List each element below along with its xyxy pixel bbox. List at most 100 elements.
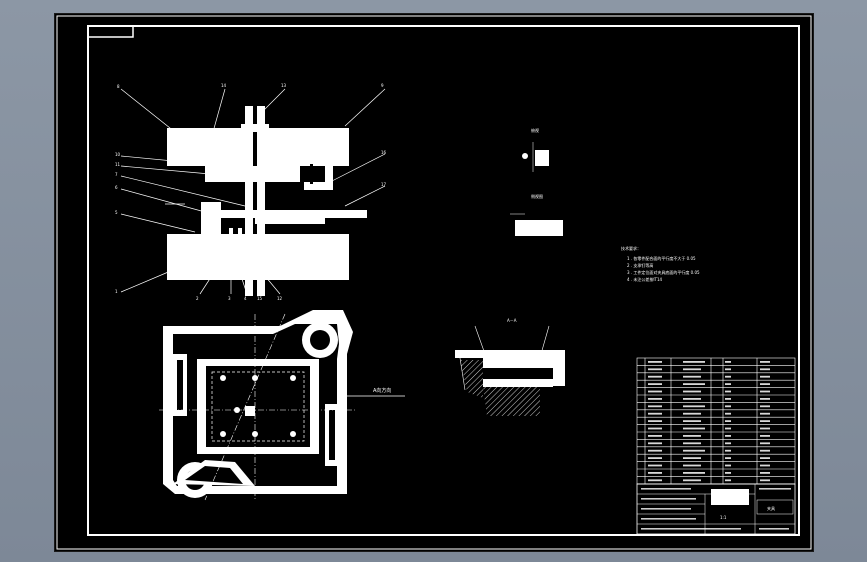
parts-list-entry-mark bbox=[760, 405, 770, 408]
parts-list-entry-mark bbox=[683, 383, 705, 385]
detail-label-2: 侧视图 bbox=[531, 193, 543, 199]
parts-list-entries bbox=[648, 361, 770, 482]
parts-list-entry-mark bbox=[683, 479, 701, 482]
section-label: A－A bbox=[507, 318, 517, 323]
svg-text:9: 9 bbox=[381, 83, 384, 88]
parts-list-entry-mark bbox=[648, 398, 662, 400]
parts-list-entry-mark bbox=[648, 412, 662, 415]
parts-list-entry-mark bbox=[648, 405, 662, 408]
svg-text:14: 14 bbox=[221, 83, 227, 88]
title-block-entry-mark bbox=[759, 488, 791, 490]
parts-list-entry-mark bbox=[725, 479, 731, 482]
svg-text:4: 4 bbox=[244, 296, 247, 301]
title-block-entry-mark bbox=[641, 528, 741, 530]
parts-list-entry-mark bbox=[648, 479, 662, 482]
parts-list-entry-mark bbox=[683, 464, 701, 467]
parts-list-entry-mark bbox=[725, 398, 731, 400]
inner-border bbox=[87, 25, 800, 536]
parts-list bbox=[636, 357, 796, 485]
svg-text:13: 13 bbox=[281, 83, 287, 88]
parts-list-entry-mark bbox=[648, 464, 662, 467]
parts-list-entry-mark bbox=[725, 464, 731, 467]
tech-note-1: 1 . 各零件配合面的平行度不大于 0.05 bbox=[627, 255, 696, 261]
parts-list-entry-mark bbox=[760, 479, 770, 482]
title-block-entry-mark bbox=[641, 498, 696, 500]
title-block-entry-mark bbox=[641, 508, 691, 510]
svg-text:8: 8 bbox=[117, 84, 120, 89]
title-block: 夹具 1:1 bbox=[636, 483, 796, 535]
side-note: A向方向 bbox=[373, 387, 391, 394]
svg-text:2: 2 bbox=[196, 296, 199, 301]
detail-view-top: 俯视 侧视图 bbox=[510, 127, 563, 236]
parts-list-entry-mark bbox=[683, 405, 705, 408]
parts-list-entry-mark bbox=[760, 412, 770, 415]
svg-text:10: 10 bbox=[115, 152, 121, 157]
parts-list-entry-mark bbox=[760, 457, 770, 459]
parts-list-entry-mark bbox=[648, 420, 662, 422]
parts-list-entry-mark bbox=[683, 420, 701, 422]
svg-text:17: 17 bbox=[381, 182, 387, 187]
svg-text:7: 7 bbox=[115, 172, 118, 177]
parts-list-entry-mark bbox=[648, 472, 662, 474]
tech-notes-title: 技术要求： bbox=[621, 245, 641, 251]
parts-list-entry-mark bbox=[760, 435, 770, 437]
parts-list-entry-mark bbox=[648, 361, 662, 363]
parts-list-entry-mark bbox=[683, 368, 701, 371]
parts-list-entry-mark bbox=[683, 435, 701, 437]
parts-list-entry-mark bbox=[725, 457, 731, 459]
parts-list-entry-mark bbox=[683, 472, 705, 474]
parts-list-entry-mark bbox=[725, 412, 731, 415]
outer-border bbox=[56, 15, 812, 550]
parts-list-entry-mark bbox=[683, 390, 701, 393]
parts-list-entry-mark bbox=[683, 449, 705, 452]
title-block-entries bbox=[641, 488, 791, 530]
parts-list-entry-mark bbox=[648, 390, 662, 393]
tech-note-4: 4 . 未注公差按IT14 bbox=[627, 276, 663, 282]
parts-list-entry-mark bbox=[760, 375, 770, 378]
tech-note-2: 2 . 支承钉等高 bbox=[627, 262, 653, 268]
parts-list-entry-mark bbox=[725, 361, 731, 363]
parts-list-entry-mark bbox=[725, 442, 731, 445]
parts-list-entry-mark bbox=[725, 472, 731, 474]
parts-list-entry-mark bbox=[760, 449, 770, 452]
title-block-entry-mark bbox=[641, 518, 696, 520]
parts-list-entry-mark bbox=[683, 457, 701, 459]
title-block-scale: 1:1 bbox=[720, 515, 727, 520]
parts-list-entry-mark bbox=[648, 457, 662, 459]
tech-note-3: 3 . 工件定位面对夹具底面的平行度 0.05 bbox=[627, 269, 700, 275]
parts-list-entry-mark bbox=[683, 398, 701, 400]
parts-list-entry-mark bbox=[648, 435, 662, 437]
plan-view: A向方向 bbox=[159, 310, 405, 501]
svg-text:5: 5 bbox=[115, 210, 118, 215]
svg-text:15: 15 bbox=[257, 296, 263, 301]
svg-text:11: 11 bbox=[115, 162, 121, 167]
svg-text:1: 1 bbox=[115, 289, 118, 294]
parts-list-entry-mark bbox=[725, 405, 731, 408]
title-block-label: 夹具 bbox=[767, 505, 775, 511]
parts-list-entry-mark bbox=[760, 420, 770, 422]
parts-list-entry-mark bbox=[683, 442, 701, 445]
parts-list-entry-mark bbox=[648, 368, 662, 371]
parts-list-entry-mark bbox=[760, 442, 770, 445]
parts-list-entry-mark bbox=[760, 390, 770, 393]
parts-list-entry-mark bbox=[648, 375, 662, 378]
svg-text:12: 12 bbox=[277, 296, 283, 301]
parts-list-entry-mark bbox=[760, 383, 770, 385]
parts-list-entry-mark bbox=[760, 361, 770, 363]
detail-label-1: 俯视 bbox=[531, 127, 539, 133]
parts-list-entry-mark bbox=[725, 383, 731, 385]
title-block-entry-mark bbox=[641, 488, 691, 490]
parts-list-entry-mark bbox=[683, 375, 701, 378]
parts-list-entry-mark bbox=[648, 383, 662, 385]
parts-list-entry-mark bbox=[725, 390, 731, 393]
parts-list-entry-mark bbox=[683, 427, 705, 430]
parts-list-entry-mark bbox=[648, 442, 662, 445]
technical-notes: 技术要求： 1 . 各零件配合面的平行度不大于 0.05 2 . 支承钉等高 3… bbox=[621, 245, 700, 282]
parts-list-entry-mark bbox=[760, 368, 770, 371]
svg-text:3: 3 bbox=[228, 296, 231, 301]
parts-list-entry-mark bbox=[725, 368, 731, 371]
parts-list-entry-mark bbox=[760, 398, 770, 400]
parts-list-entry-mark bbox=[683, 361, 705, 363]
